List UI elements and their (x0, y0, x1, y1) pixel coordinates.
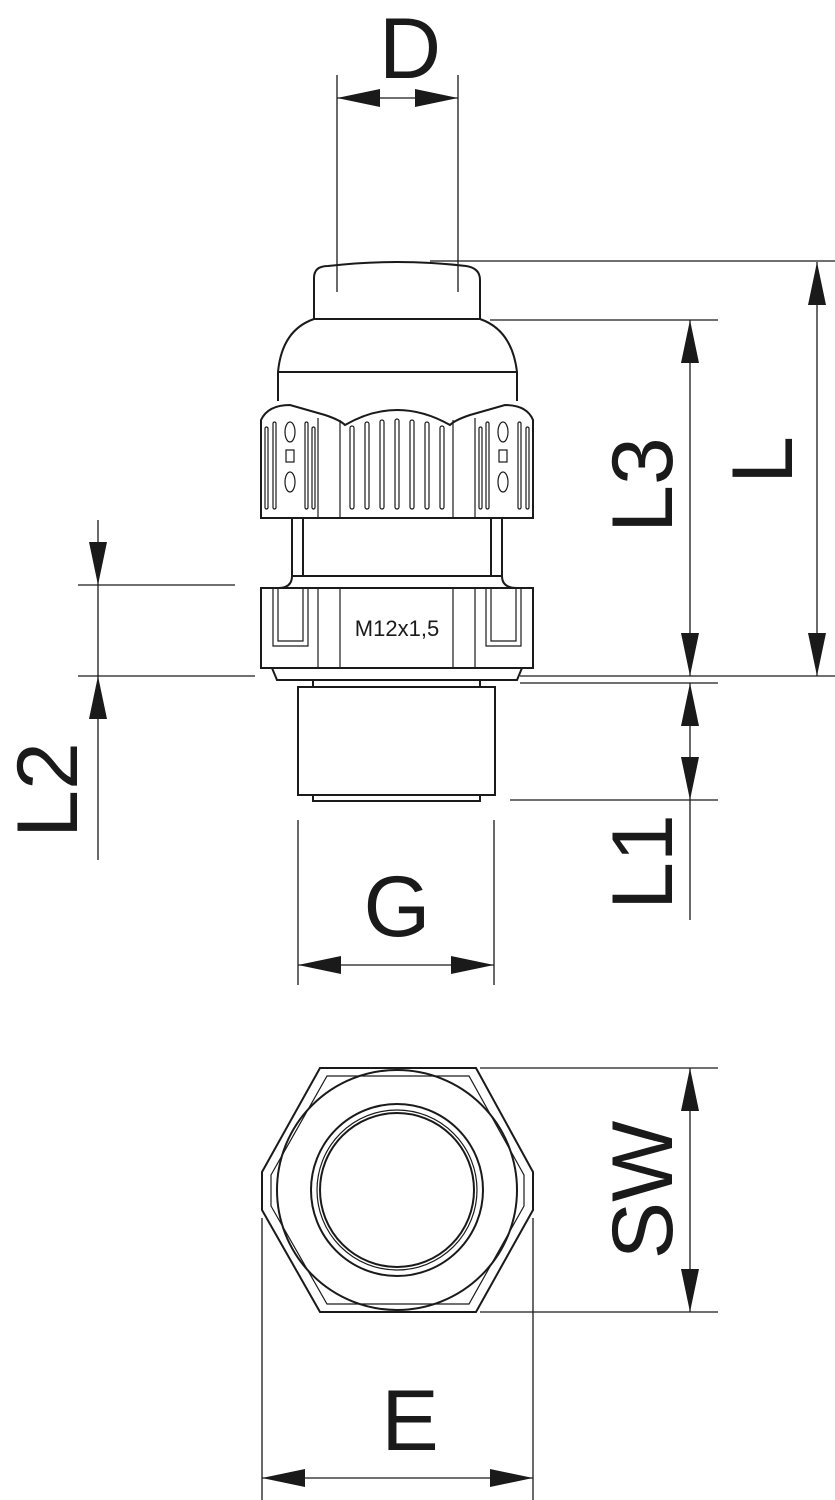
body-hex: M12x1,5 (260, 587, 534, 669)
dimension-D: D (336, 1, 459, 292)
neck (291, 518, 503, 577)
label-D: D (379, 1, 441, 97)
label-L: L (715, 436, 811, 484)
dimension-SW: SW (480, 1067, 718, 1313)
flange (270, 667, 524, 681)
obo-logo-right (497, 421, 509, 493)
label-E: E (381, 1373, 438, 1469)
ribbed-sealing-nut (260, 403, 534, 519)
label-L2: L2 (0, 742, 96, 838)
label-L3: L3 (595, 437, 691, 533)
thread (297, 686, 496, 796)
thread-ring (312, 679, 481, 688)
label-G: G (364, 859, 431, 955)
label-SW: SW (595, 1121, 691, 1260)
dimension-L1: L1 (510, 682, 718, 920)
hexagon (261, 1067, 534, 1313)
dimension-L2: L2 (0, 520, 255, 860)
dimension-L: L (430, 260, 835, 677)
ribs (264, 418, 530, 510)
dimension-G: G (297, 820, 495, 985)
cap (313, 261, 481, 320)
thread-marking: M12x1,5 (355, 616, 439, 641)
gland-side-view: M12x1,5 (260, 261, 534, 802)
dimension-L3: L3 (490, 319, 718, 676)
dome (277, 318, 518, 401)
dimension-E: E (261, 1218, 534, 1500)
label-L1: L1 (595, 814, 691, 910)
obo-logo-left (284, 421, 296, 493)
gland-top-view (261, 1067, 534, 1313)
